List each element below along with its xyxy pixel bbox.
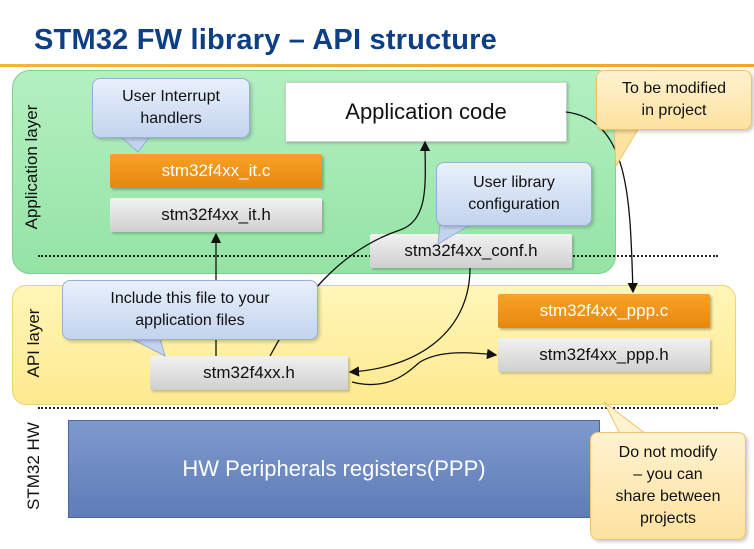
- api-hw-separator: [38, 407, 718, 409]
- callout-include-file: Include this file to your application fi…: [62, 280, 318, 340]
- application-layer-label: Application layer: [22, 104, 41, 230]
- callout-user-interrupt: User Interrupt handlers: [92, 78, 250, 138]
- callout-to-be-modified: To be modified in project: [596, 70, 752, 130]
- tail-to-be-modified: [613, 125, 641, 168]
- hw-peripherals-block: HW Peripherals registers(PPP): [68, 420, 600, 518]
- api-layer-label: API layer: [24, 308, 43, 378]
- callout-do-not-modify: Do not modify – you can share between pr…: [590, 432, 746, 540]
- page-title: STM32 FW library – API structure: [34, 24, 497, 56]
- stm32-hw-label: STM32 HW: [24, 422, 43, 510]
- file-stm32f4xx-h: stm32f4xx.h: [150, 356, 348, 390]
- file-it-c: stm32f4xx_it.c: [110, 154, 322, 188]
- application-code-box: Application code: [285, 82, 567, 142]
- file-ppp-c: stm32f4xx_ppp.c: [498, 294, 710, 328]
- file-it-h: stm32f4xx_it.h: [110, 198, 322, 232]
- file-conf-h: stm32f4xx_conf.h: [370, 234, 572, 268]
- callout-user-library: User library configuration: [436, 162, 592, 226]
- title-underline: [0, 64, 754, 67]
- file-ppp-h: stm32f4xx_ppp.h: [498, 338, 710, 372]
